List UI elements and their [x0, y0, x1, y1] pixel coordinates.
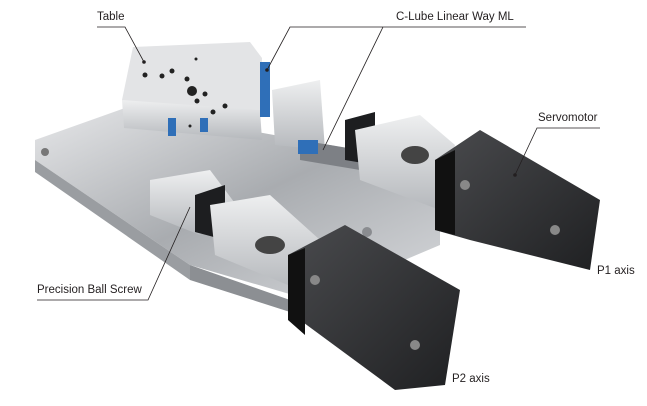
table-block [122, 42, 262, 140]
p1-axis-assembly [345, 112, 600, 270]
ball-screw-leader [37, 206, 191, 301]
label-linear-way: C-Lube Linear Way ML [396, 11, 514, 23]
p2-axis-assembly [150, 170, 460, 390]
linear-way-leader-1 [266, 26, 526, 71]
table-leader-dot [142, 60, 146, 64]
servomotor-leader [514, 127, 600, 176]
linear-way-dot [265, 68, 269, 72]
table-leader [97, 26, 145, 63]
label-ball-screw: Precision Ball Screw [37, 284, 142, 296]
label-servomotor: Servomotor [538, 112, 598, 124]
label-p2-axis: P2 axis [452, 373, 490, 385]
servomotor-dot [513, 173, 517, 177]
label-p1-axis: P1 axis [597, 265, 635, 277]
leader-lines [37, 26, 600, 301]
label-table: Table [97, 11, 125, 23]
linear-way-leader-2 [322, 26, 384, 151]
